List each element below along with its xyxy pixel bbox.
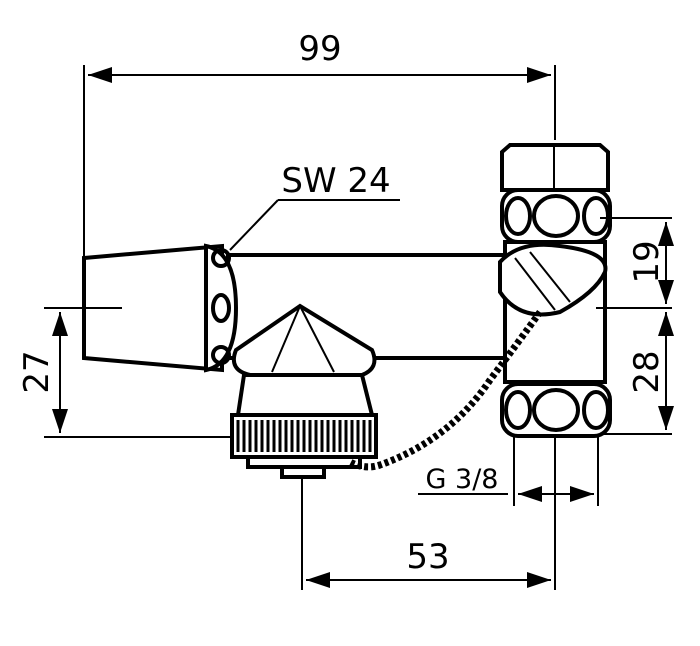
hex-nut-sw24 [204,243,239,373]
dim-lower-height: 28 [627,350,667,393]
dim-bottom-width: 53 [406,537,449,577]
valve-body [82,143,612,479]
dim-overall-width: 99 [298,29,341,69]
handle-cone [82,243,224,373]
dim-left-height: 27 [17,350,57,393]
dimension-lines [44,65,674,590]
chain [348,309,543,471]
outlet-cone [230,303,378,479]
knurl-ring [236,420,372,452]
dim-upper-height: 19 [627,240,667,283]
dim-wrench-size: SW 24 [281,161,390,201]
dim-thread: G 3/8 [426,464,499,495]
